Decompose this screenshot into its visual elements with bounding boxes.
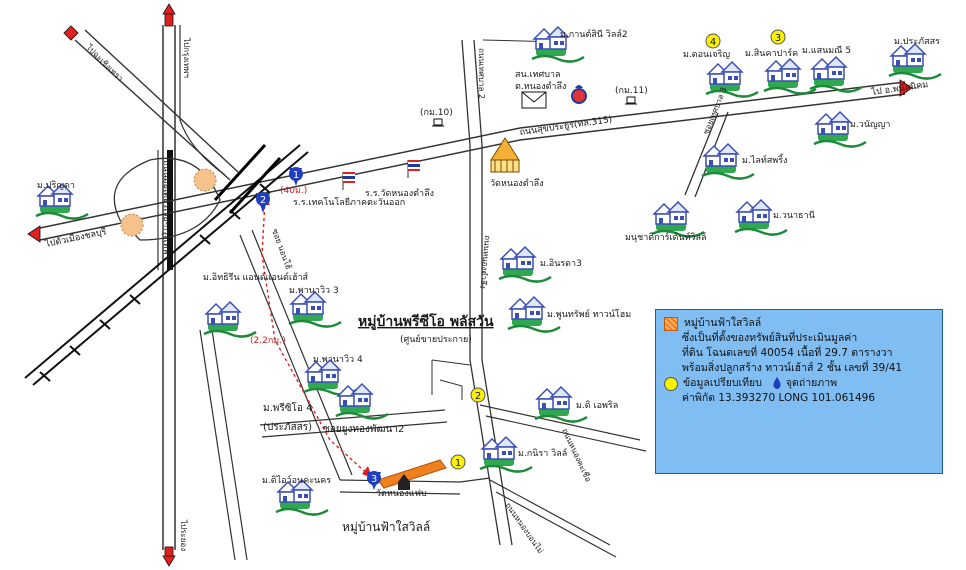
village-label: (ประภัสสร) — [263, 422, 312, 433]
road-nongkhayai — [479, 404, 647, 452]
flag-icon — [407, 160, 420, 178]
arrow-left — [27, 225, 41, 243]
compare-point-icon — [664, 376, 678, 391]
svg-text:4: 4 — [710, 37, 716, 48]
map-title: หมู่บ้านพรีซีโอ พลัสวัน — [358, 312, 494, 330]
railway-line — [24, 143, 309, 386]
local-road-1 — [431, 359, 471, 400]
legend-coords: ค่าพิกัด 13.393270 LONG 101.061496 — [682, 392, 876, 404]
label-distance-22: (2.2กม.) — [250, 336, 286, 346]
label-distance-40: (40ม.) — [280, 186, 307, 196]
motorway-road — [157, 25, 226, 550]
village-label: ม.พรีซิโอ 4 — [263, 401, 312, 414]
site-parcel — [377, 459, 447, 489]
legend-line1: หมู่บ้านฟ้าใสวิลล์ — [684, 317, 762, 329]
label-site-name: หมู่บ้านฟ้าใสวิลล์ — [342, 520, 430, 535]
photo-point-icon — [773, 377, 781, 389]
compare-marker-3: 3 — [770, 29, 786, 45]
road-left-diagonal — [199, 329, 248, 561]
label-tessaban3: ซอยเทศบาล 3 — [702, 86, 729, 136]
svg-text:1: 1 — [293, 170, 299, 181]
compare-marker-4: 4 — [705, 33, 721, 49]
map-subtitle: (ศูนย์ขายประกาย) — [400, 333, 472, 345]
label-tessaban-office: สน.เทศบาล — [515, 70, 561, 80]
main-road-315 — [39, 81, 906, 241]
legend-panel: หมู่บ้านฟ้าใสวิลล์ ซึ่งเป็นที่ตั้งของทรั… — [655, 309, 943, 474]
post-office-icon — [521, 91, 547, 109]
village-label: ม.พานาวิว 4 — [313, 354, 363, 365]
label-tessaban2: ถนนเทศบาล 2 — [477, 48, 486, 99]
village-label: ม.กานต์สินี วิลล์2 — [560, 28, 628, 40]
village-label: ม.แสนมณี 5 — [802, 45, 851, 56]
village-label: ม.วนาธานี — [773, 210, 815, 221]
village-label: มนุชาติการ์เด้นท์วิลล์ — [625, 231, 707, 243]
road-yungthong — [259, 409, 448, 438]
photo-marker-3: 3 — [367, 471, 381, 490]
label-motorway: ถนนมอเตอร์เวย์-กรุงเทพฯ — [161, 160, 173, 260]
village-label: ม.สินคาปาร์ค — [745, 47, 798, 59]
label-to-rayong: ไประยอง — [179, 519, 188, 551]
village-label: ม.ดิ เอพริล — [576, 400, 618, 411]
village-labels: ม.กานต์สินี วิลล์2 ม.ดอนเจริญ ม.สินคาปาร… — [37, 28, 940, 486]
site-swatch-icon — [664, 316, 678, 331]
village-label: ม.อินรดา3 — [540, 258, 582, 269]
svg-text:3: 3 — [371, 474, 377, 485]
temple-nonghaeb-icon — [398, 474, 410, 490]
village-label: ม.ประภัสสร — [894, 37, 940, 47]
flag-icon — [342, 172, 355, 190]
village-label: ม.ดอนเจริญ — [683, 49, 730, 60]
label-to-mueang: ไปตัวเมืองชลบุรี — [43, 226, 107, 250]
road-soi-site — [239, 229, 353, 481]
legend-site-row: หมู่บ้านฟ้าใสวิลล์ — [664, 316, 934, 331]
route-dashed — [261, 199, 373, 479]
interchange-shade-left — [120, 213, 144, 237]
legend-line4: พร้อมสิ่งปลูกสร้าง ทาวน์เฮ้าส์ 2 ชั้น เล… — [682, 362, 903, 374]
photo-marker-2: 2 — [256, 192, 270, 213]
road-bottom-right — [489, 479, 617, 558]
svg-text:2: 2 — [260, 195, 266, 206]
compare-marker-2: 2 — [470, 387, 486, 403]
km-post-icon — [432, 96, 637, 127]
legend-line2: ซึ่งเป็นที่ตั้งของทรัพย์สินที่ประเมินมูล… — [682, 332, 858, 344]
village-label: ม.ดิไอว์อนคะนคร — [262, 474, 331, 486]
label-to-bangkok: ไปกรุงเทพฯ — [182, 37, 191, 78]
label-school-technic: ร.ร.เทคโนโลยีภาคตะวันออก — [293, 197, 405, 208]
temple-nongtamlueng-icon — [490, 137, 520, 173]
interchange-loop — [113, 157, 221, 241]
label-km10: (กม.10) — [420, 108, 453, 118]
village-label: ม.วนัญญา — [850, 120, 890, 130]
village-label: ม.พูนทรัพย์ ทาวน์โฮม — [547, 308, 631, 320]
village-label: ม.กนิรา วิลล์ — [518, 447, 567, 459]
legend-compare-label: ข้อมูลเปรียบเทียบ — [683, 377, 762, 389]
svg-text:3: 3 — [775, 33, 781, 44]
label-tessaban-office2: ต.หนองตำลึง — [515, 81, 566, 92]
svg-text:2: 2 — [475, 391, 481, 402]
interchange-shade-right — [193, 168, 217, 192]
village-label: ม.พานาวิว 3 — [289, 285, 339, 296]
legend-markers-row: ข้อมูลเปรียบเทียบ จุดถ่ายภาพ — [664, 376, 934, 391]
label-km11: (กม.11) — [615, 86, 648, 96]
arrow-right — [899, 79, 913, 97]
legend-photo-label: จุดถ่ายภาพ — [785, 377, 838, 389]
direction-arrows — [27, 3, 913, 567]
village-label: ม.ปริญดา — [37, 180, 75, 191]
label-wat-nongtamlueng: วัดหนองตำลึง — [490, 178, 544, 189]
label-wat-nonghaeb: วัดหนองแฟบ — [376, 489, 427, 499]
legend-line3: ที่ดิน โฉนดเลขที่ 40054 เนื้อที่ 29.7 ตา… — [682, 347, 893, 359]
label-nongtamlueng: ถนนหนองตำลึง — [478, 235, 492, 289]
label-school-wat: ร.ร.วัดหนองตำลึง — [365, 188, 434, 199]
road-to-chachoengsao — [74, 29, 239, 181]
compare-marker-1: 1 — [450, 454, 466, 470]
village-label: ม.ไลท์สพริ้ง — [742, 153, 787, 166]
svg-text:1: 1 — [455, 458, 461, 469]
village-label: ม.อิทธิรีน แอนด์แอนด์เฮ้าส์ — [203, 271, 309, 283]
gas-station-icon — [571, 85, 587, 104]
label-soi-nonhoe: ซอย นอนโฮ้ — [270, 227, 294, 270]
label-yungthong: ซอยยูงทองพัฒนา2 — [323, 424, 404, 435]
photo-marker-1: 1 — [289, 167, 303, 186]
